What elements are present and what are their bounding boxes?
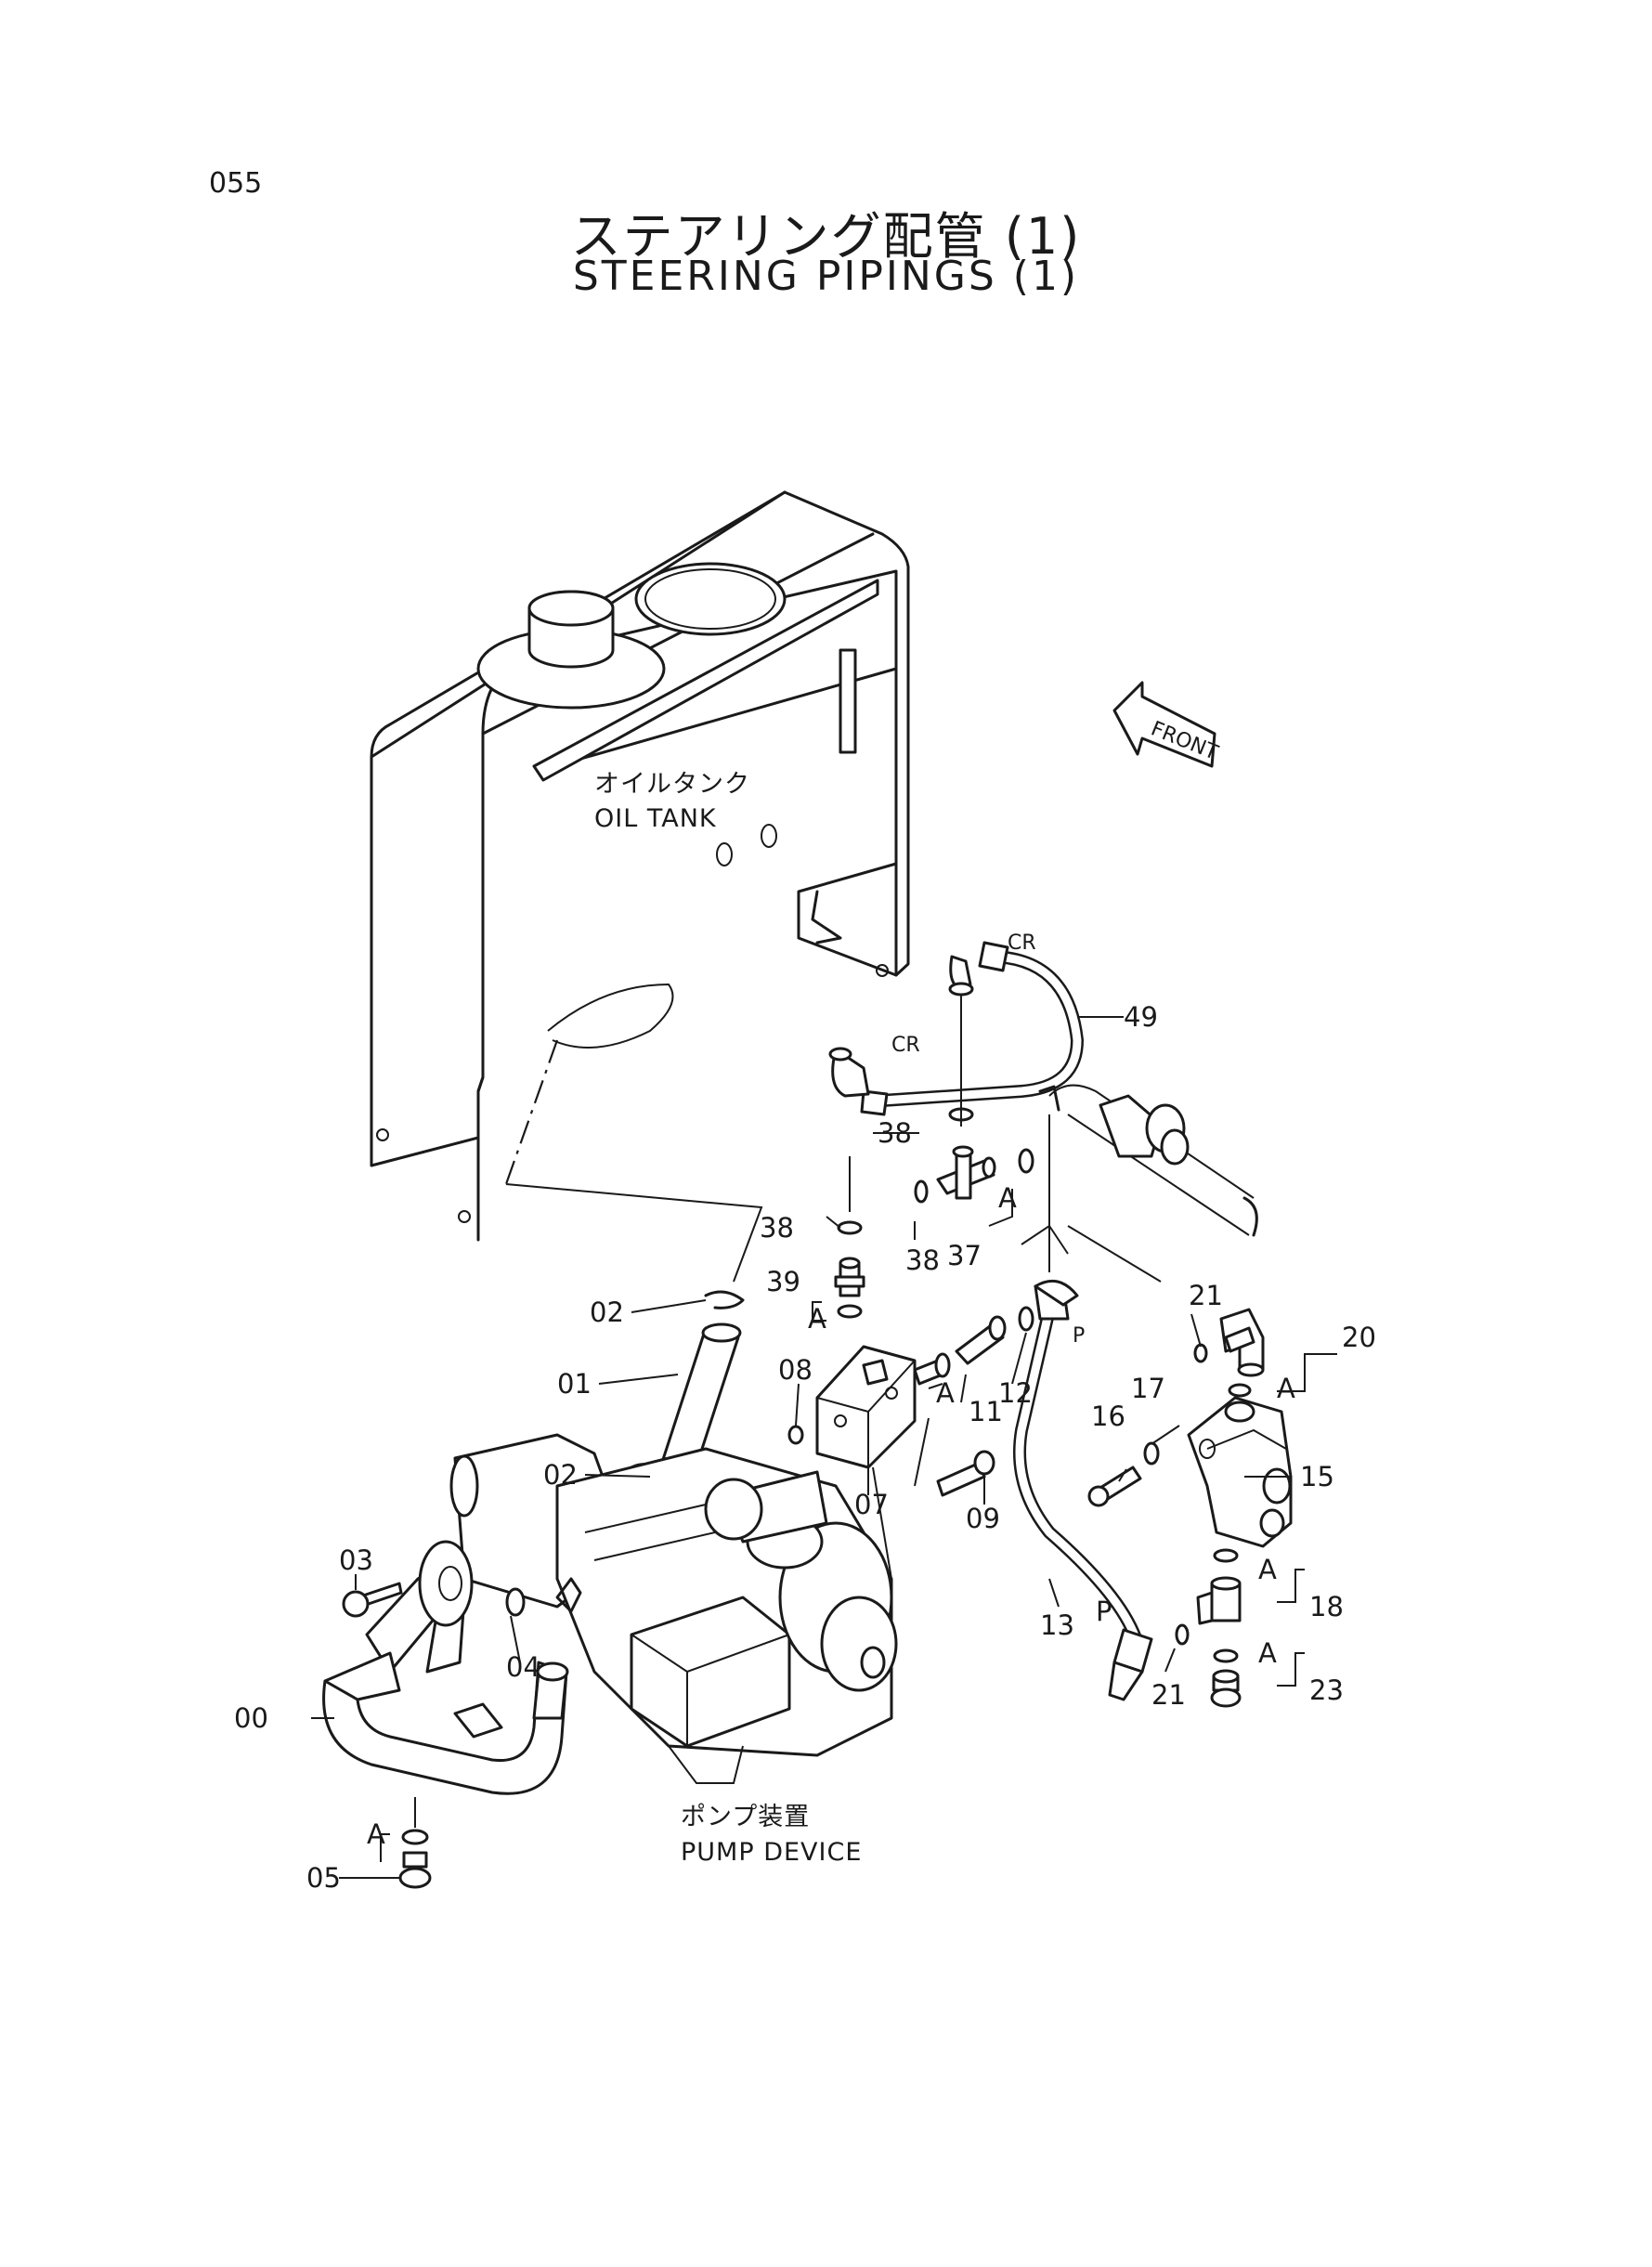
marker-a-05: A xyxy=(367,1818,385,1850)
callout-03: 03 xyxy=(339,1544,373,1576)
marker-a-37: A xyxy=(998,1182,1017,1214)
page-number: 055 xyxy=(209,167,263,200)
o-ring-20-a-icon xyxy=(1228,1383,1252,1398)
callout-18: 18 xyxy=(1309,1591,1344,1622)
o-ring-23-a-icon xyxy=(1213,1648,1239,1663)
o-ring-38-bottom-icon xyxy=(914,1179,929,1204)
fitting-11-icon xyxy=(955,1315,1007,1365)
marker-p-top: P xyxy=(1073,1324,1085,1348)
hose-13 xyxy=(1013,1279,1153,1701)
callout-21-bottom: 21 xyxy=(1151,1679,1186,1711)
callout-01: 01 xyxy=(557,1368,592,1400)
callout-02-top: 02 xyxy=(590,1296,624,1328)
marker-a-11: A xyxy=(936,1377,955,1409)
marker-a-39: A xyxy=(808,1303,826,1335)
callout-08: 08 xyxy=(778,1354,813,1386)
title-japanese: ステアリング配管 (1) xyxy=(570,207,1082,266)
fitting-20-icon xyxy=(1219,1308,1265,1377)
o-ring-39-a-icon xyxy=(837,1304,863,1319)
marker-p-bottom: P xyxy=(1096,1596,1112,1627)
callout-12: 12 xyxy=(998,1377,1033,1409)
oil-tank-drawing xyxy=(370,490,910,1242)
suction-pipe-00 xyxy=(322,1540,569,1795)
leader-lines xyxy=(311,994,1337,1879)
o-ring-a-left-icon xyxy=(934,1352,951,1378)
callout-38-left: 38 xyxy=(760,1212,794,1244)
washer-17-icon xyxy=(1143,1441,1160,1466)
callout-37: 37 xyxy=(947,1240,982,1271)
marker-cr-left: CR xyxy=(891,1034,920,1057)
marker-a-23: A xyxy=(1258,1637,1277,1669)
callout-09: 09 xyxy=(966,1503,1000,1534)
marker-a-18: A xyxy=(1258,1554,1277,1585)
plug-23-icon xyxy=(1210,1669,1242,1708)
callout-labels: 02 01 02 03 00 04 05 A 08 07 09 A 11 12 … xyxy=(234,932,1376,1894)
hose-49 xyxy=(828,941,1084,1116)
bolt-16-icon xyxy=(1087,1466,1142,1507)
fitting-18-icon xyxy=(1196,1576,1242,1625)
callout-13: 13 xyxy=(1040,1609,1074,1641)
oil-tank-label-en: OIL TANK xyxy=(594,804,717,833)
front-arrow-icon: FRONT xyxy=(1112,681,1221,768)
fitting-39-icon xyxy=(834,1257,865,1297)
o-ring-21-top-icon xyxy=(1193,1343,1208,1363)
callout-49: 49 xyxy=(1124,1001,1158,1033)
frame-pipes xyxy=(1021,1084,1258,1283)
plug-05-icon xyxy=(398,1829,432,1889)
callout-39: 39 xyxy=(766,1266,800,1297)
callout-20: 20 xyxy=(1342,1322,1376,1353)
marker-cr-top: CR xyxy=(1008,932,1036,955)
title-english: STEERING PIPINGS (1) xyxy=(572,253,1080,300)
o-ring-18-a-icon xyxy=(1213,1548,1239,1563)
callout-23: 23 xyxy=(1309,1674,1344,1706)
callout-11: 11 xyxy=(969,1396,1003,1427)
pump-device-drawing xyxy=(449,1433,898,1784)
tank-to-hose-line xyxy=(505,1183,763,1283)
callout-00: 00 xyxy=(234,1702,268,1734)
callout-38-top: 38 xyxy=(878,1117,912,1149)
callout-15: 15 xyxy=(1300,1461,1334,1492)
oil-tank-label-jp: オイルタンク xyxy=(594,770,750,799)
callout-07: 07 xyxy=(854,1489,889,1520)
fitting-37-icon xyxy=(936,1145,996,1200)
callout-05: 05 xyxy=(306,1862,341,1894)
o-ring-04-icon xyxy=(505,1587,526,1617)
callout-04: 04 xyxy=(506,1651,540,1683)
o-ring-37-right-icon xyxy=(1018,1148,1034,1174)
callout-21-top: 21 xyxy=(1189,1280,1223,1311)
bolt-03-icon xyxy=(342,1582,403,1618)
relief-valve-15 xyxy=(1187,1396,1293,1548)
o-ring-38-left-icon xyxy=(837,1220,863,1235)
o-ring-08-icon xyxy=(787,1425,804,1445)
callout-38-bottom: 38 xyxy=(905,1244,940,1276)
marker-a-20: A xyxy=(1277,1373,1295,1404)
pump-device-label-jp: ポンプ装置 xyxy=(681,1803,810,1831)
callout-17: 17 xyxy=(1131,1373,1165,1404)
callout-02-bottom: 02 xyxy=(543,1459,578,1491)
o-ring-21-bottom-icon xyxy=(1175,1623,1190,1646)
valve-block-07 xyxy=(815,1345,944,1469)
callout-16: 16 xyxy=(1091,1401,1125,1432)
o-ring-12-icon xyxy=(1018,1306,1034,1332)
pump-device-label-en: PUMP DEVICE xyxy=(681,1838,862,1867)
